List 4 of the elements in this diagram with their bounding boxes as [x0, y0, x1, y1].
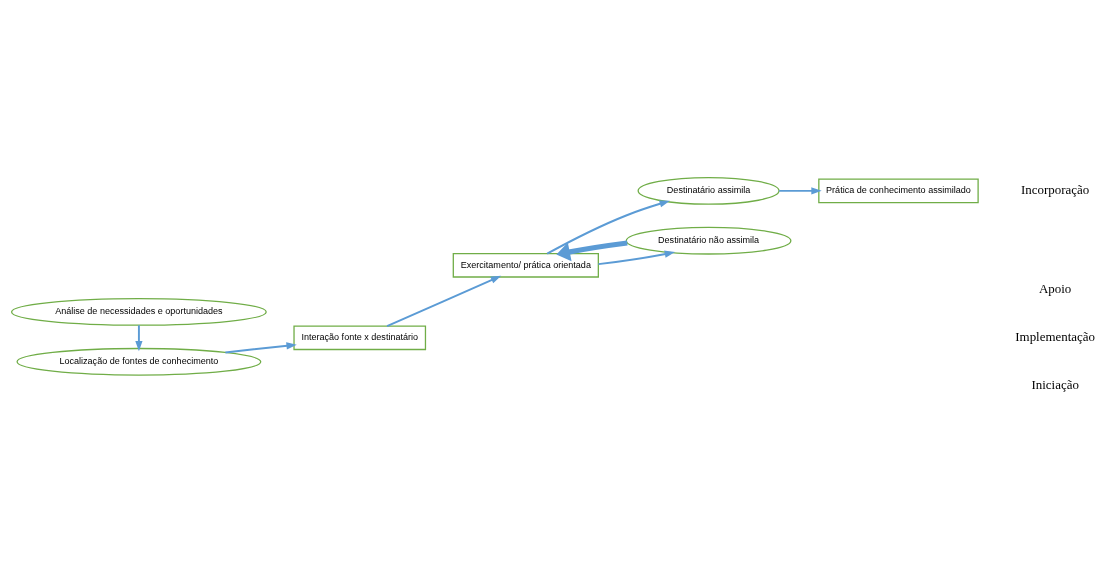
label: Implementação	[1015, 328, 1096, 344]
label: Apoio	[1038, 280, 1072, 296]
label: Iniciação	[1031, 376, 1079, 392]
label: Incorporação	[1021, 181, 1090, 197]
